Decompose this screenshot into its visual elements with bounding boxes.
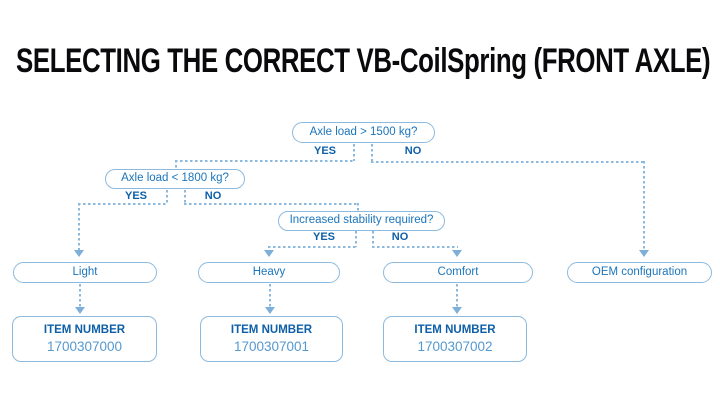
q2-no-drop-line (357, 203, 359, 211)
light-to-item-line (79, 284, 81, 308)
decision-increased-stability: Increased stability required? (278, 211, 445, 231)
outcome-oem-configuration: OEM configuration (567, 262, 712, 283)
q3-yes-horizontal-line (268, 246, 357, 248)
q3-no-horizontal-line (372, 246, 458, 248)
q2-yes-vertical-line (78, 203, 80, 250)
item-number-heading: ITEM NUMBER (414, 323, 496, 336)
outcome-heavy: Heavy (198, 262, 340, 283)
q1-yes-stub-line (353, 144, 355, 161)
decision-axle-load-1500: Axle load > 1500 kg? (292, 122, 435, 143)
arrow-to-oem-icon (639, 250, 649, 257)
outcome-heavy-label: Heavy (252, 265, 286, 278)
item-number-heading: ITEM NUMBER (43, 323, 126, 336)
q1-yes-label: YES (313, 145, 336, 157)
q1-no-stub-line (371, 144, 373, 161)
q3-yes-label: YES (312, 231, 335, 243)
q1-yes-drop-line (175, 160, 177, 169)
decision-axle-load-1500-label: Axle load > 1500 kg? (309, 125, 418, 138)
q1-no-vertical-line (643, 161, 645, 250)
q3-no-label: NO (391, 231, 409, 243)
q1-yes-horizontal-line (175, 160, 355, 162)
arrow-to-comfort-icon (452, 250, 462, 257)
decision-axle-load-1800: Axle load < 1800 kg? (105, 169, 245, 189)
item-number-value: 1700307002 (417, 339, 493, 354)
decision-increased-stability-label: Increased stability required? (289, 214, 434, 227)
outcome-comfort: Comfort (383, 262, 533, 283)
q1-no-horizontal-line (371, 161, 645, 163)
outcome-light-label: Light (72, 265, 98, 278)
q2-yes-stub-line (166, 190, 168, 204)
arrow-to-item-comfort-icon (452, 307, 462, 314)
outcome-light: Light (13, 262, 157, 283)
arrow-to-item-light-icon (75, 307, 85, 314)
item-number-value: 1700307001 (233, 339, 310, 354)
q3-yes-stub-line (355, 231, 357, 247)
outcome-comfort-label: Comfort (437, 265, 479, 278)
item-number-value: 1700307000 (46, 339, 123, 354)
page-title: SELECTING THE CORRECT VB-CoilSpring (FRO… (16, 42, 711, 80)
q2-no-horizontal-line (184, 203, 359, 205)
q3-no-stub-line (372, 231, 374, 247)
item-number-box-heavy: ITEM NUMBER 1700307001 (200, 316, 343, 362)
arrow-to-item-heavy-icon (265, 307, 275, 314)
heavy-to-item-line (269, 284, 271, 308)
q2-no-stub-line (184, 190, 186, 204)
decision-axle-load-1800-label: Axle load < 1800 kg? (121, 172, 229, 185)
q2-yes-label: YES (124, 190, 147, 202)
arrow-to-light-icon (74, 250, 84, 257)
q1-no-label: NO (404, 145, 422, 157)
item-number-box-comfort: ITEM NUMBER 1700307002 (383, 316, 527, 362)
item-number-heading: ITEM NUMBER (230, 323, 313, 336)
item-number-box-light: ITEM NUMBER 1700307000 (12, 316, 157, 362)
outcome-oem-configuration-label: OEM configuration (591, 265, 688, 278)
q2-yes-horizontal-line (78, 203, 168, 205)
q2-no-label: NO (204, 190, 222, 202)
comfort-to-item-line (456, 284, 458, 308)
arrow-to-heavy-icon (264, 250, 274, 257)
